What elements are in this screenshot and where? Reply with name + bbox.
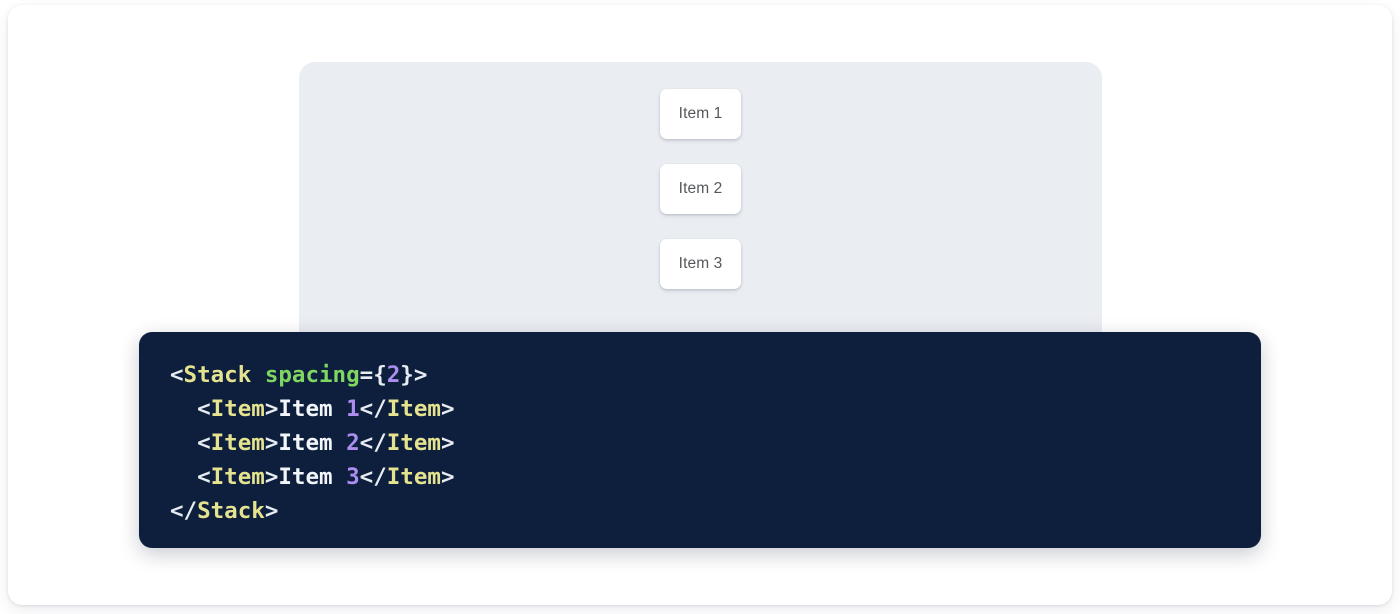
code-token-punct: </ (359, 464, 387, 490)
code-token-punct: > (264, 464, 279, 490)
code-token-punct: > (264, 430, 279, 456)
code-token-punct: < (197, 430, 211, 456)
code-token-tag: Item (210, 464, 265, 490)
code-token-text: Item (278, 430, 347, 456)
code-token-punct: < (197, 464, 211, 490)
code-line: </Stack> (170, 498, 278, 524)
code-token-punct: }> (400, 362, 428, 388)
code-token-punct: < (197, 396, 211, 422)
code-line: <Stack spacing={2}> (170, 362, 427, 388)
stack-item[interactable]: Item 1 (660, 89, 741, 139)
code-token-num: 1 (346, 396, 360, 422)
code-token-tag: Item (210, 430, 265, 456)
code-token-text: Item (278, 396, 347, 422)
code-token-punct: ={ (359, 362, 387, 388)
code-token-punct: > (440, 430, 455, 456)
component-preview-stage: Item 1 Item 2 Item 3 (299, 62, 1102, 362)
code-token-punct: > (440, 464, 455, 490)
code-token-num: 3 (346, 464, 360, 490)
code-line: <Item>Item 3</Item> (170, 464, 454, 490)
code-token-tag: Item (386, 396, 441, 422)
code-token-punct: > (264, 498, 279, 524)
code-token-num: 2 (386, 362, 401, 388)
code-line: <Item>Item 2</Item> (170, 430, 454, 456)
stack-item[interactable]: Item 3 (660, 239, 741, 289)
code-token-punct (251, 362, 265, 388)
code-token-punct: </ (170, 498, 198, 524)
code-token-text: Item (278, 464, 347, 490)
code-token-punct: </ (359, 396, 387, 422)
code-line: <Item>Item 1</Item> (170, 396, 454, 422)
code-token-num: 2 (346, 430, 360, 456)
code-token-punct: > (264, 396, 279, 422)
code-token-tag: Stack (197, 498, 265, 524)
code-token-tag: Item (386, 464, 441, 490)
code-token-punct: > (440, 396, 455, 422)
code-snippet-text: <Stack spacing={2}> <Item>Item 1</Item> … (170, 358, 1261, 528)
code-snippet-block[interactable]: <Stack spacing={2}> <Item>Item 1</Item> … (139, 332, 1261, 548)
stack-container: Item 1 Item 2 Item 3 (660, 89, 741, 289)
code-token-tag: Stack (183, 362, 252, 388)
stack-item[interactable]: Item 2 (660, 164, 741, 214)
code-lines: <Stack spacing={2}> <Item>Item 1</Item> … (170, 362, 454, 524)
code-token-attr: spacing (264, 362, 360, 388)
code-token-tag: Item (210, 396, 265, 422)
page-card: Item 1 Item 2 Item 3 <Stack spacing={2}>… (8, 5, 1392, 605)
code-token-tag: Item (386, 430, 441, 456)
code-token-punct: </ (359, 430, 387, 456)
code-token-punct: < (170, 362, 184, 388)
